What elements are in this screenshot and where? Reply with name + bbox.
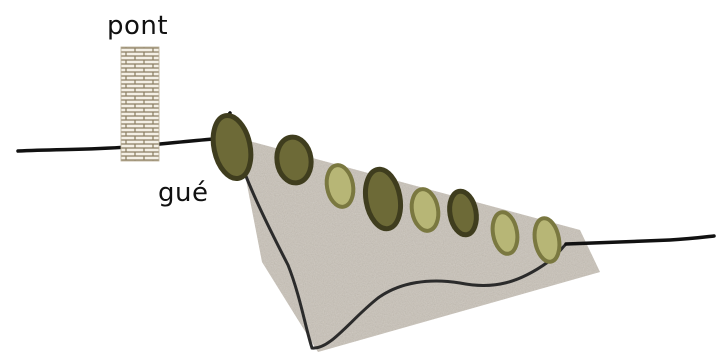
ground-line-right xyxy=(566,236,714,244)
bridge-label: pont xyxy=(107,13,168,39)
ford-label: gué xyxy=(158,180,208,206)
bridge-pillar xyxy=(121,47,159,161)
stone-1 xyxy=(208,112,257,182)
